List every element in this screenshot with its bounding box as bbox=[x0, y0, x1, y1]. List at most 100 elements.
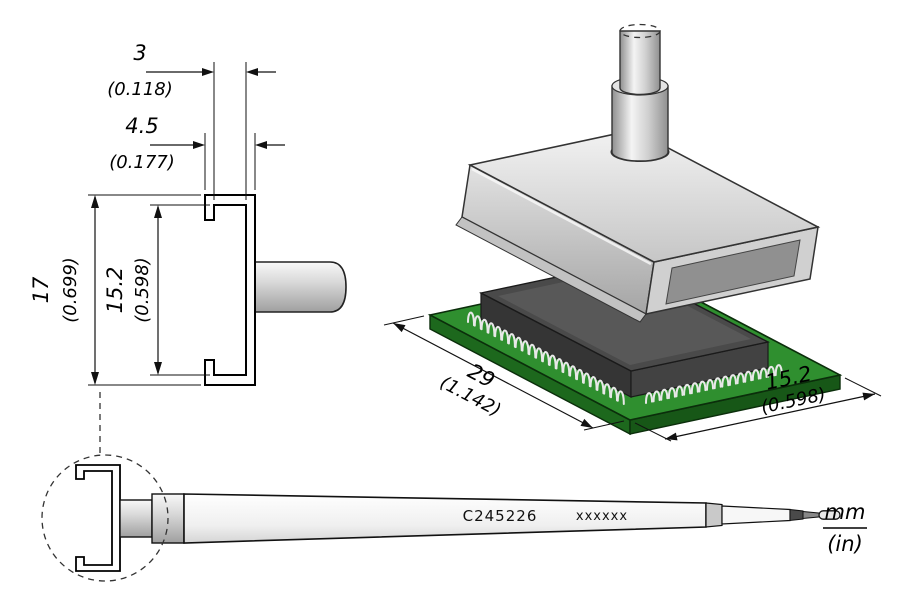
chip-lead bbox=[501, 329, 510, 345]
extension-line bbox=[583, 420, 625, 431]
dimension-line bbox=[392, 322, 594, 429]
tip-shaft-section bbox=[253, 261, 347, 313]
tip-profile-detail bbox=[75, 464, 121, 572]
arrowhead bbox=[154, 205, 162, 218]
chip-lead bbox=[576, 368, 584, 384]
chip-lead bbox=[473, 315, 482, 330]
dim-inner-height-mm: 15.2 bbox=[103, 267, 127, 314]
arrowhead bbox=[246, 68, 258, 76]
arrowhead bbox=[154, 362, 162, 375]
arrowhead bbox=[91, 195, 99, 208]
chip-lead bbox=[774, 364, 783, 377]
dim-slot-depth-in: (0.118) bbox=[107, 79, 173, 100]
isometric-view: 29 (1.142) 15.2 (0.598) bbox=[383, 23, 882, 442]
arrowhead bbox=[255, 141, 267, 149]
chip-lead bbox=[541, 351, 550, 366]
chip-lead bbox=[589, 376, 598, 391]
chip-lead bbox=[603, 383, 612, 398]
hood-top-face bbox=[467, 129, 821, 263]
arrowhead bbox=[580, 418, 593, 428]
cartridge-serial-label: xxxxxx bbox=[576, 509, 628, 524]
cartridge-thin-shaft bbox=[721, 505, 791, 525]
chip-lead bbox=[487, 322, 496, 337]
dimension-slot-depth: 3 (0.118) bbox=[107, 41, 276, 100]
heater-shaft bbox=[610, 23, 670, 162]
arrowhead bbox=[193, 141, 205, 149]
chip-lead bbox=[610, 386, 618, 402]
dimension-outer-height: 17 (0.699) bbox=[29, 194, 201, 386]
chip-lead bbox=[690, 382, 699, 395]
chip-lead bbox=[721, 375, 730, 388]
section-view: 3 (0.118) 4.5 (0.177) 17 (0.699) bbox=[29, 41, 347, 386]
dim-outer-height-mm: 17 bbox=[29, 276, 53, 303]
chip-lead bbox=[616, 390, 625, 405]
arrowhead bbox=[862, 392, 875, 401]
chip-lead bbox=[698, 380, 707, 393]
hood-end-cavity bbox=[665, 239, 801, 305]
chip-lead bbox=[759, 367, 768, 380]
chip-lead bbox=[467, 311, 475, 327]
dimension-inner-height: 15.2 (0.598) bbox=[103, 204, 210, 376]
chip-lead bbox=[706, 378, 714, 391]
hood-bend-highlight bbox=[471, 167, 652, 266]
units-mm-label: mm bbox=[825, 500, 866, 524]
chip-lead bbox=[569, 365, 578, 380]
arrowhead bbox=[393, 323, 406, 333]
tip-profile-outline bbox=[204, 194, 256, 386]
chip-lead bbox=[535, 347, 544, 362]
dim-slot-depth-mm: 3 bbox=[133, 41, 146, 65]
arrowhead bbox=[91, 372, 99, 385]
cartridge-needle bbox=[802, 510, 822, 520]
chip-leads-row-left bbox=[467, 311, 625, 405]
chip-lead bbox=[652, 390, 661, 403]
chip-lead bbox=[514, 336, 523, 352]
extension-line bbox=[634, 422, 672, 442]
chip-lead bbox=[728, 374, 737, 386]
cartridge-tip-end bbox=[818, 510, 841, 520]
units-in-label: (in) bbox=[827, 532, 863, 556]
shaft-break-ellipse bbox=[619, 23, 661, 39]
chip-lead bbox=[555, 358, 564, 373]
chip-lead bbox=[660, 388, 669, 401]
chip-lead bbox=[528, 343, 537, 359]
chip-lead bbox=[480, 318, 489, 334]
chip-lead bbox=[744, 370, 753, 383]
chip-lead bbox=[645, 392, 653, 404]
arrowhead bbox=[202, 68, 214, 76]
tip-mount-neck bbox=[119, 499, 153, 538]
chip-lead bbox=[736, 372, 745, 385]
chip-lead bbox=[548, 354, 557, 370]
chip-lead bbox=[507, 333, 516, 348]
detail-circle bbox=[41, 454, 169, 582]
chip-lead bbox=[521, 340, 530, 355]
dim-inner-height-in: (0.598) bbox=[132, 257, 153, 323]
dim-tip-depth-in: (0.177) bbox=[109, 152, 175, 173]
tip-mount-collar bbox=[151, 493, 185, 544]
chip-lead bbox=[675, 385, 684, 398]
cartridge-ferrule bbox=[705, 502, 723, 528]
shaft-sleeve bbox=[611, 85, 669, 162]
extension-line bbox=[383, 315, 425, 326]
cartridge-model-label: C245226 bbox=[463, 507, 538, 525]
chip-lead bbox=[667, 387, 676, 400]
chip-lead bbox=[751, 369, 760, 381]
arrowhead bbox=[665, 432, 678, 441]
hood-flange-lip bbox=[455, 216, 647, 323]
chip-lead bbox=[494, 325, 503, 341]
shaft-tube bbox=[619, 30, 661, 96]
chip-lead bbox=[683, 383, 692, 396]
chip-lead bbox=[596, 379, 605, 395]
cartridge-heater-band bbox=[789, 508, 804, 522]
dimension-line bbox=[664, 393, 876, 440]
cartridge-side-view: C245226 xxxxxx bbox=[41, 392, 841, 582]
chip-lead bbox=[713, 377, 722, 390]
dimension-tip-depth: 4.5 (0.177) bbox=[109, 114, 285, 173]
chip-lead bbox=[582, 372, 591, 388]
chip-leads-row-right bbox=[645, 364, 783, 404]
units-legend: mm (in) bbox=[823, 500, 867, 556]
chip-lead bbox=[562, 361, 571, 377]
dim-tip-depth-mm: 4.5 bbox=[125, 114, 158, 138]
chip-top-plateau bbox=[498, 270, 751, 365]
